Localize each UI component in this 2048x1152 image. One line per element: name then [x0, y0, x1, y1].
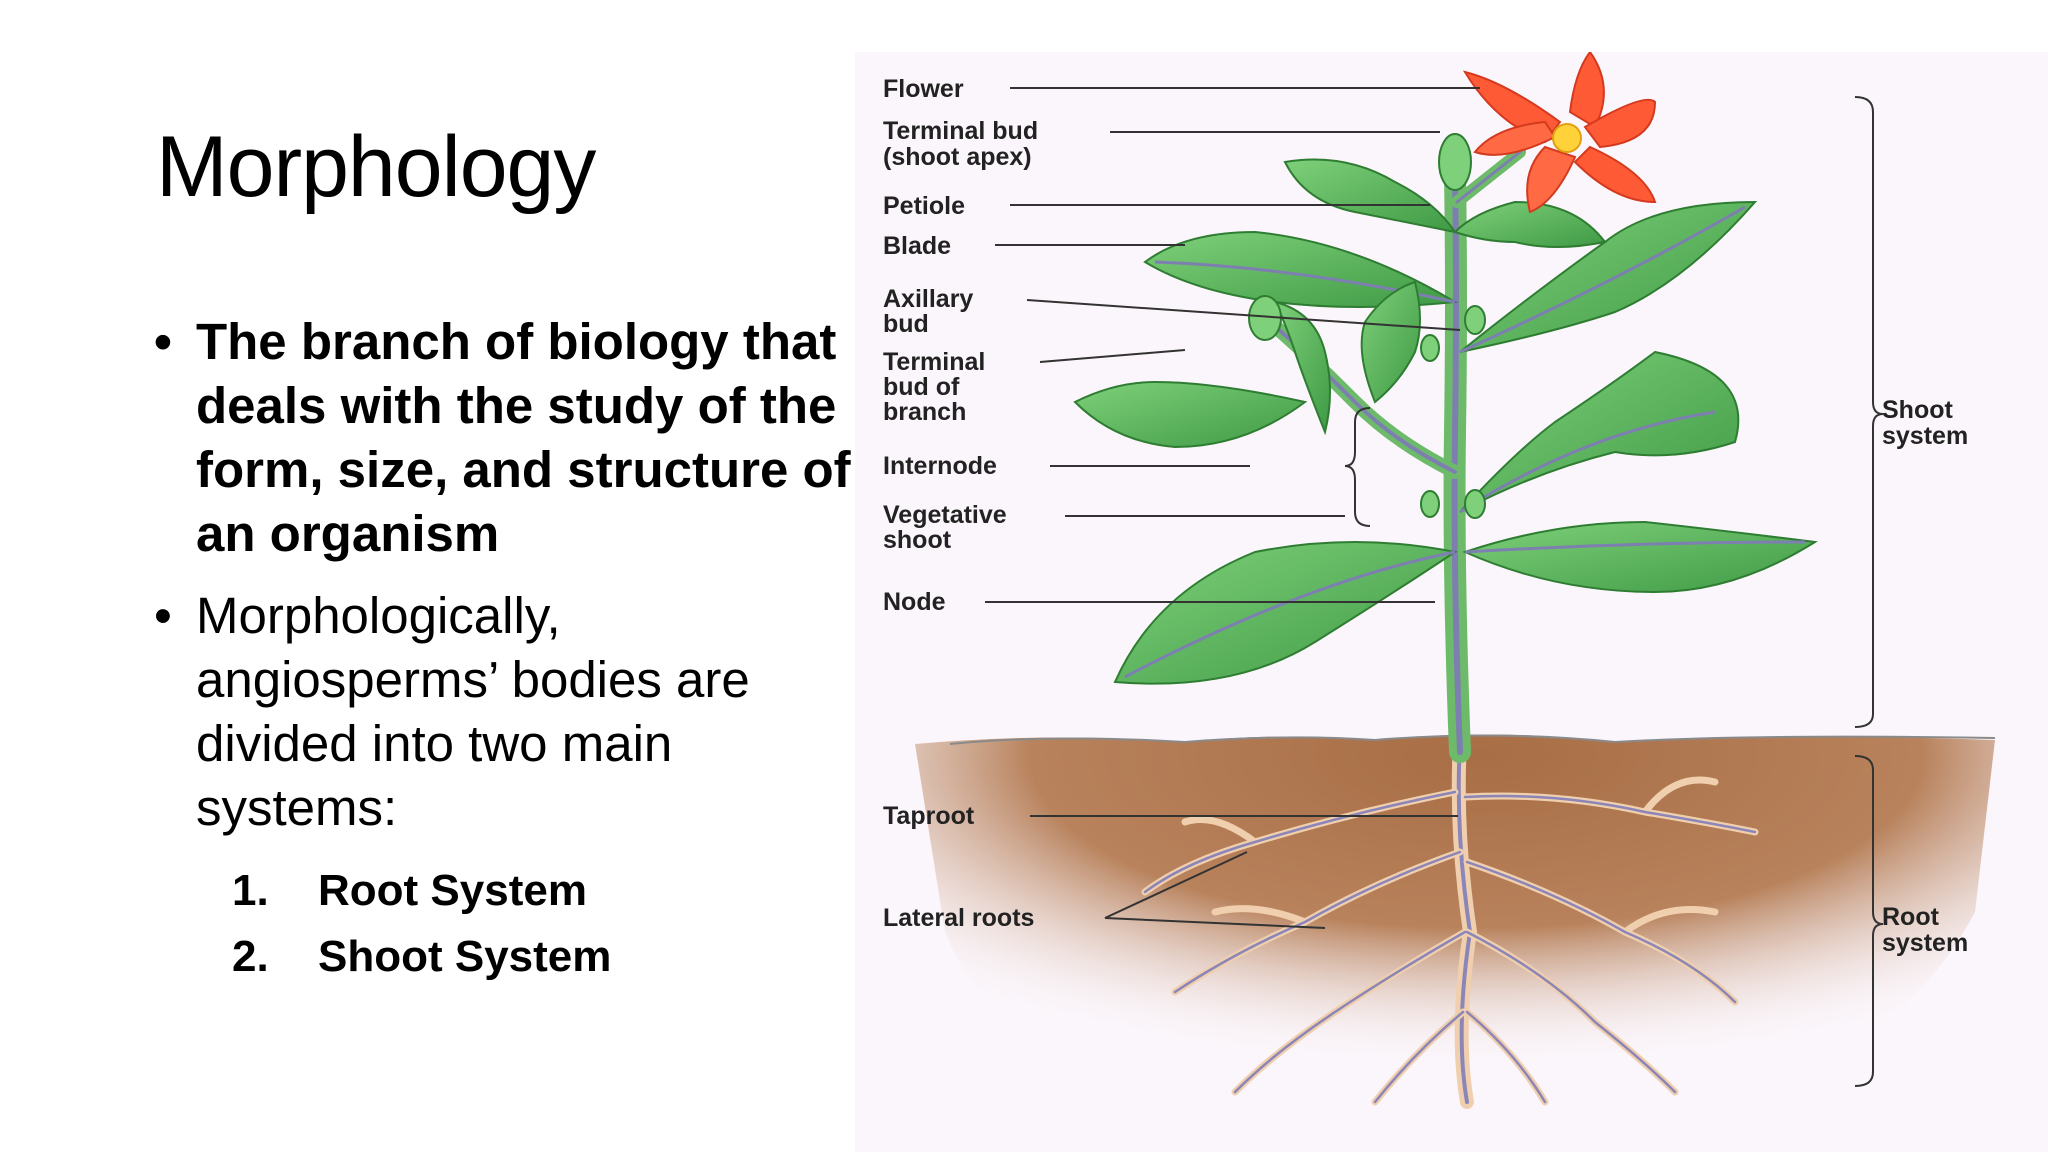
list-number: 1.	[232, 866, 269, 915]
label-blade: Blade	[883, 232, 951, 260]
bullet-text: The branch of biology that deals with th…	[196, 313, 851, 562]
label-node: Node	[883, 588, 946, 616]
diagram-labels: Flower Terminal bud (shoot apex) Petiole…	[883, 75, 1968, 957]
list-text: Root System	[318, 866, 587, 915]
label-root-system-sub: system	[1882, 929, 1968, 957]
label-shoot-system: Shoot	[1882, 396, 1953, 424]
list-item: 2. Shoot System	[232, 924, 860, 990]
label-terminal-bud: Terminal bud	[883, 117, 1038, 145]
label-shoot-system-sub: system	[1882, 422, 1968, 450]
label-terminal-branch: Terminal	[883, 348, 985, 376]
bullet-list: • The branch of biology that deals with …	[150, 310, 860, 990]
label-vegetative-sub: shoot	[883, 526, 952, 554]
label-terminal-bud-sub: (shoot apex)	[883, 143, 1032, 171]
bullet-dot: •	[154, 313, 172, 370]
list-number: 2.	[232, 932, 269, 981]
label-flower: Flower	[883, 75, 964, 103]
label-root-system: Root	[1882, 903, 1940, 931]
leader-lines	[985, 87, 1884, 1087]
label-lateral-roots: Lateral roots	[883, 904, 1034, 932]
label-taproot: Taproot	[883, 802, 975, 830]
list-item: 1. Root System	[232, 858, 860, 924]
root-system-drawing	[1141, 735, 1759, 1109]
slide-title: Morphology	[156, 119, 596, 215]
label-axillary-sub: bud	[883, 310, 929, 338]
bullet-systems: • Morphologically, angiosperms’ bodies a…	[150, 584, 860, 840]
plant-diagram: Flower Terminal bud (shoot apex) Petiole…	[855, 52, 2048, 1152]
bullet-text: Morphologically, angiosperms’ bodies are…	[196, 587, 750, 836]
plant-diagram-svg: Flower Terminal bud (shoot apex) Petiole…	[855, 52, 2048, 1152]
label-axillary: Axillary	[883, 285, 973, 313]
list-text: Shoot System	[318, 932, 612, 981]
label-internode: Internode	[883, 452, 997, 480]
label-vegetative: Vegetative	[883, 501, 1007, 529]
ground-line	[949, 734, 1996, 745]
numbered-list: 1. Root System 2. Shoot System	[232, 858, 860, 990]
label-petiole: Petiole	[883, 192, 965, 220]
bullet-dot: •	[154, 587, 172, 644]
soil-area	[915, 734, 1995, 1152]
leaves-drawing	[1073, 133, 1818, 685]
flower-drawing	[1462, 52, 1657, 214]
label-terminal-branch-2: bud of	[883, 373, 960, 401]
bullet-definition: • The branch of biology that deals with …	[150, 310, 860, 566]
label-terminal-branch-3: branch	[883, 398, 966, 426]
